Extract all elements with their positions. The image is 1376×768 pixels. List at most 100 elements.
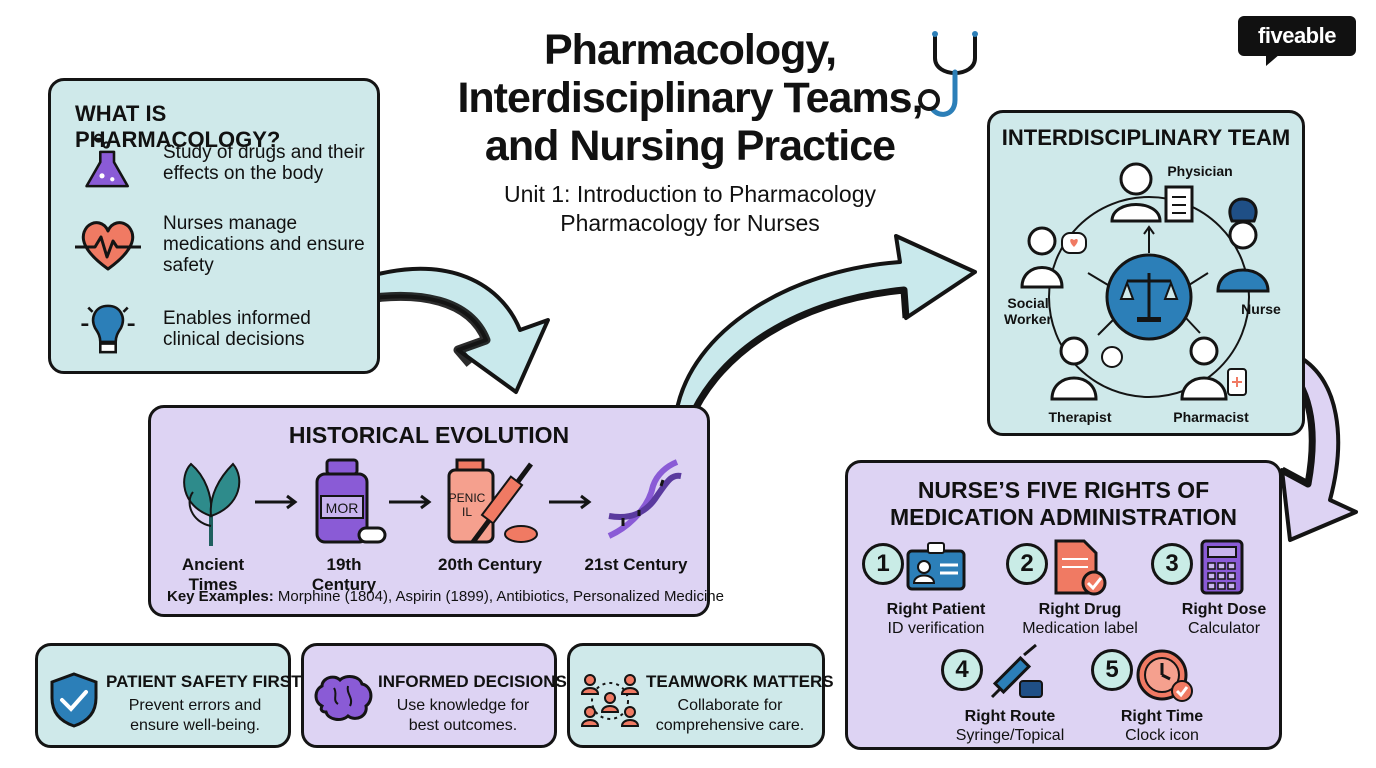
right-number-1: 1 (862, 543, 904, 585)
bottle-label: MOR (326, 500, 359, 516)
right-number-2: 2 (1006, 543, 1048, 585)
right-label-2: Right Drug Medication label (1020, 600, 1140, 638)
patient-safety-text: Prevent errors and ensure well-being. (110, 696, 280, 736)
herbs-icon (183, 462, 241, 546)
therapist-avatar (1050, 336, 1123, 401)
role-social-worker: Social Worker (1000, 295, 1056, 327)
arrow-history-to-team (674, 234, 977, 422)
lightbulb-icon (81, 304, 135, 354)
rights-heading-line-2: MEDICATION ADMINISTRATION (889, 504, 1238, 530)
right-number-3: 3 (1151, 543, 1193, 585)
informed-decisions-line-2: best outcomes. (408, 717, 518, 734)
era-21st: 21st Century (584, 555, 688, 574)
page-title: Pharmacology, Interdisciplinary Teams, a… (410, 26, 970, 170)
subtitle-line-2: Pharmacology for Nurses (560, 210, 820, 236)
team-heading: INTERDISCIPLINARY TEAM (1001, 125, 1291, 150)
right-label-1: Right Patient ID verification (876, 600, 996, 638)
key-examples: Key Examples: Morphine (1804), Aspirin (… (167, 588, 724, 605)
right-number-5: 5 (1091, 649, 1133, 691)
title-line-2: Interdisciplinary Teams, (457, 74, 923, 122)
what-is-item: Study of drugs and their effects on the … (75, 133, 373, 193)
era-19th: 19th Century (311, 555, 377, 594)
right-title-2: Right Drug (1038, 601, 1122, 618)
patient-safety-title: PATIENT SAFETY FIRST (106, 672, 302, 691)
history-heading: HISTORICAL EVOLUTION (288, 422, 570, 448)
social-worker-avatar (1020, 226, 1087, 289)
right-title-4: Right Route (964, 708, 1056, 725)
era-20th: 20th Century (438, 555, 542, 574)
subtitle: Unit 1: Introduction to Pharmacology Pha… (440, 180, 940, 238)
medicine-bottle-icon (315, 458, 387, 544)
role-therapist: Therapist (1048, 409, 1112, 425)
key-examples-text: Morphine (1804), Aspirin (1899), Antibio… (273, 588, 724, 605)
teamwork-title: TEAMWORK MATTERS (646, 672, 834, 691)
teamwork-line-1: Collaborate for (677, 697, 783, 714)
teamwork-line-2: comprehensive care. (655, 717, 805, 734)
role-pharmacist: Pharmacist (1173, 409, 1249, 425)
informed-decisions-title: INFORMED DECISIONS (378, 672, 567, 691)
patient-safety-card: PATIENT SAFETY FIRST Prevent errors and … (35, 643, 302, 748)
syringe-icon (990, 643, 1043, 699)
informed-decisions-text: Use knowledge for best outcomes. (378, 696, 548, 736)
right-desc-5: Clock icon (1125, 727, 1199, 744)
role-nurse: Nurse (1241, 301, 1281, 317)
teamwork-text: Collaborate for comprehensive care. (646, 696, 814, 736)
logo-tail (1266, 54, 1280, 66)
rights-heading: NURSE’S FIVE RIGHTS OF MEDICATION ADMINI… (848, 477, 1279, 531)
shield-check-icon (50, 672, 98, 728)
right-title-5: Right Time (1120, 708, 1204, 725)
document-check-icon (1054, 539, 1107, 596)
right-desc-3: Calculator (1187, 620, 1261, 637)
right-desc-2: Medication label (1022, 620, 1138, 637)
heart-pulse-icon (75, 220, 141, 270)
rights-heading-line-1: NURSE’S FIVE RIGHTS OF (917, 477, 1210, 503)
subtitle-line-1: Unit 1: Introduction to Pharmacology (503, 181, 877, 207)
role-social-line-1: Social (1007, 295, 1049, 311)
title-line-1: Pharmacology, (543, 26, 837, 74)
right-title-1: Right Patient (886, 601, 986, 618)
calculator-icon (1200, 539, 1244, 595)
clock-icon (1136, 649, 1193, 702)
right-desc-4: Syringe/Topical (955, 727, 1065, 744)
era-ancient: Ancient Times (181, 555, 245, 594)
id-card-icon (906, 542, 966, 591)
patient-safety-line-2: ensure well-being. (130, 717, 260, 734)
patient-safety-line-1: Prevent errors and (128, 697, 262, 714)
role-physician: Physician (1167, 163, 1233, 179)
scales-icon (1105, 253, 1193, 341)
what-is-heading: WHAT IS PHARMACOLOGY? (75, 101, 281, 152)
right-label-3: Right Dose Calculator (1164, 600, 1284, 638)
informed-decisions-line-1: Use knowledge for (396, 697, 530, 714)
what-is-item-text: Nurses manage medications and ensure saf… (163, 213, 365, 276)
what-is-item: Enables informed clinical decisions (75, 299, 373, 359)
what-is-item-text: Enables informed clinical decisions (163, 308, 311, 350)
team-diagram (1020, 162, 1270, 401)
vial-syringe-icon (447, 458, 538, 544)
stethoscope-icon (918, 31, 978, 117)
right-label-5: Right Time Clock icon (1102, 707, 1222, 745)
what-is-item: Nurses manage medications and ensure saf… (75, 213, 373, 276)
what-is-item-text: Study of drugs and their effects on the … (163, 142, 365, 184)
right-number-4: 4 (941, 649, 983, 691)
right-label-4: Right Route Syringe/Topical (948, 707, 1072, 745)
informed-decisions-card: INFORMED DECISIONS Use knowledge for bes… (301, 643, 567, 748)
key-examples-label: Key Examples: (167, 588, 274, 605)
interdisciplinary-team-card: INTERDISCIPLINARY TEAM (987, 110, 1305, 436)
right-desc-1: ID verification (887, 620, 985, 637)
team-icon (580, 674, 640, 727)
timeline-illustration: MOR PENIC IL (183, 458, 682, 546)
vial-label-2: IL (462, 505, 472, 519)
title-line-3: and Nursing Practice (484, 122, 896, 170)
brain-icon (314, 675, 373, 721)
historical-evolution-card: HISTORICAL EVOLUTION MOR PENIC (148, 405, 724, 617)
vial-label-1: PENIC (449, 491, 486, 505)
physician-avatar (1110, 162, 1194, 223)
fiveable-logo[interactable]: fiveable (1238, 16, 1356, 56)
role-social-line-2: Worker (1004, 311, 1052, 327)
dna-icon (607, 459, 682, 539)
teamwork-card: TEAMWORK MATTERS Collaborate for compreh… (567, 643, 834, 748)
five-rights-card: NURSE’S FIVE RIGHTS OF MEDICATION ADMINI… (845, 460, 1282, 750)
flask-icon (85, 133, 129, 188)
pharmacist-avatar (1180, 336, 1247, 401)
